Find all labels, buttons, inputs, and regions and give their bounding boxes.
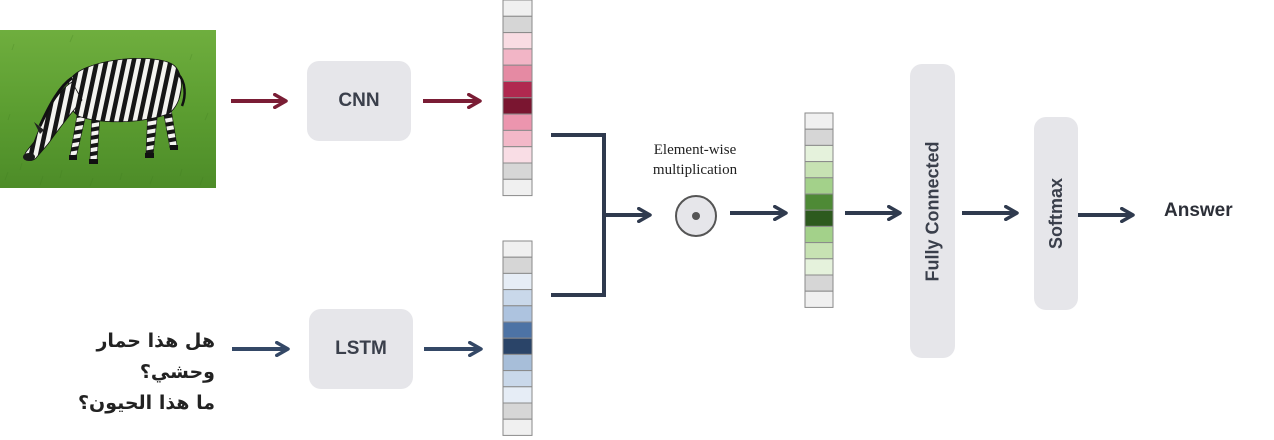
caption-line-1: Element-wise: [653, 142, 737, 158]
question-vector-cell: [502, 402, 533, 420]
caption-line-2: multiplication: [652, 162, 738, 178]
cnn-block: CNN: [307, 61, 411, 141]
fused-vector-cell: [804, 177, 834, 195]
answer-label: Answer: [1164, 200, 1233, 221]
image-vector-cell: [502, 129, 533, 148]
fused-vector-cell: [804, 144, 834, 163]
image-vector-cell: [502, 81, 533, 99]
image-vector-cell: [502, 15, 533, 34]
fused-vector-cell: [804, 242, 834, 260]
fused-vector-cell: [804, 258, 834, 276]
merge-bracket: [551, 133, 606, 297]
question-feature-vector: [502, 240, 533, 436]
image-vector-cell: [502, 97, 533, 115]
image-vector-cell: [502, 32, 533, 50]
question-vector-cell: [502, 353, 533, 372]
fused-vector-cell: [804, 112, 834, 130]
question-vector-cell: [502, 386, 533, 404]
image-vector-cell: [502, 162, 533, 180]
zebra-image: [0, 30, 216, 188]
question-vector-cell: [502, 370, 533, 388]
question-vector-cell: [502, 321, 533, 339]
question-vector-cell: [502, 240, 533, 258]
cnn-label: CNN: [338, 90, 380, 111]
question-text: هل هذا حمار وحشي؟ ما هذا الحيون؟: [20, 326, 215, 419]
question-vector-cell: [502, 272, 533, 291]
question-vector-cell: [502, 418, 533, 436]
question-vector-cell: [502, 289, 533, 307]
fused-vector-cell: [804, 209, 834, 227]
fused-vector-cell: [804, 128, 834, 146]
image-vector-cell: [502, 146, 533, 164]
element-wise-caption: Element-wise multiplication: [635, 140, 755, 180]
image-feature-vector: [502, 0, 533, 197]
fused-vector-cell: [804, 225, 834, 244]
fully-connected-label: Fully Connected: [922, 140, 943, 282]
fused-vector-cell: [804, 193, 834, 211]
question-vector-cell: [502, 256, 533, 274]
lstm-label: LSTM: [335, 338, 387, 359]
fused-vector-cell: [804, 161, 834, 179]
fully-connected-block: Fully Connected: [910, 64, 955, 358]
softmax-block: Softmax: [1034, 117, 1078, 310]
image-vector-cell: [502, 113, 533, 131]
question-line-2: ما هذا الحيون؟: [77, 392, 215, 414]
fused-vector-cell: [804, 290, 834, 308]
multiply-operator-icon: [675, 195, 717, 237]
fused-vector-cell: [804, 274, 834, 292]
question-vector-cell: [502, 305, 533, 323]
image-vector-cell: [502, 64, 533, 82]
image-vector-cell: [502, 178, 533, 197]
lstm-block: LSTM: [309, 309, 413, 389]
softmax-label: Softmax: [1045, 177, 1066, 250]
fused-feature-vector: [804, 112, 834, 308]
question-vector-cell: [502, 337, 533, 355]
question-line-1: هل هذا حمار وحشي؟: [96, 330, 215, 383]
image-vector-cell: [502, 0, 533, 17]
image-vector-cell: [502, 48, 533, 66]
